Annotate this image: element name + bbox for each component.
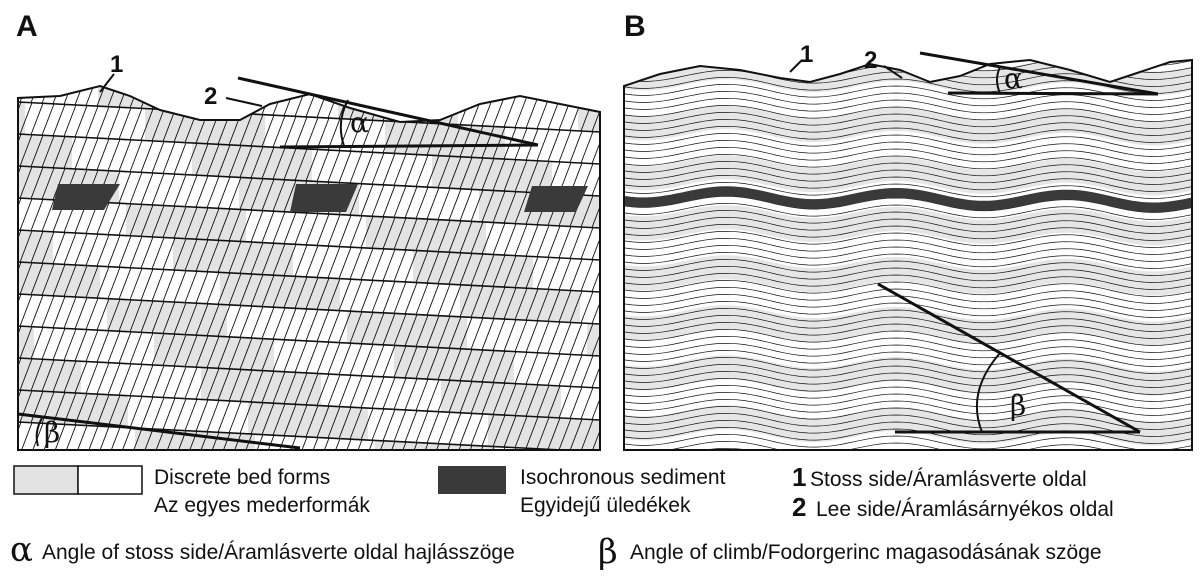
panel-a-label-2-leader (225, 97, 263, 107)
panel-b-isochronous-layer (624, 186, 1192, 213)
panel-a-beta-line (17, 412, 301, 450)
legend-isochronous-en: Isochronous sediment (520, 466, 726, 489)
legend-beta-symbol: β (598, 532, 618, 572)
legend-discrete-hu: Az egyes mederformák (154, 494, 370, 517)
legend-swatch-isochronous (438, 466, 506, 494)
panel-a-letter: A (16, 10, 38, 43)
panel-b-label-1: 1 (800, 41, 813, 68)
panel-a-beta-arc (35, 417, 43, 447)
panel-a-alpha-line-base (279, 143, 539, 149)
panel-b-beta-line-top (877, 282, 1141, 434)
panel-b-alpha-line-base (947, 91, 1159, 96)
legend-swatch-discrete (13, 465, 143, 495)
legend-lee-number: 2 (792, 492, 806, 522)
legend: Discrete bed forms Az egyes mederformák … (10, 462, 1114, 572)
legend-stoss-text: Stoss side/Áramlásverte oldal (810, 468, 1087, 491)
panel-b-alpha-label: α (1004, 62, 1023, 95)
legend-stoss-number: 1 (792, 462, 806, 492)
panel-b-label-1-leader (789, 59, 803, 73)
panel-a: β α 1 2 A (16, 10, 601, 451)
panel-a-beta-label: β (44, 416, 60, 449)
panel-b-outline (623, 58, 1193, 451)
panel-a-label-1-leader (99, 73, 115, 93)
panel-a-alpha-label: α (350, 106, 369, 139)
panel-a-label-1: 1 (110, 51, 123, 78)
panel-b-letter: B (624, 10, 646, 43)
panel-b-label-2: 2 (864, 47, 877, 74)
legend-lee-text: Lee side/Áramlásárnyékos oldal (816, 498, 1114, 521)
panel-a-alpha-arc (339, 99, 349, 147)
panel-b-beta-label: β (1010, 389, 1026, 422)
panel-a-bedding-lines (18, 86, 600, 450)
panel-a-alpha-line-top (237, 76, 539, 147)
panel-b-alpha-arc (996, 66, 1001, 94)
panel-b-beta-arc (975, 352, 1001, 433)
legend-isochronous-hu: Egyidejű üledékek (520, 494, 691, 517)
legend-discrete-en: Discrete bed forms (154, 466, 330, 489)
panel-b: α β 1 2 B (623, 10, 1193, 451)
legend-alpha-text: Angle of stoss side/Áramlásverte oldal h… (42, 541, 515, 564)
legend-beta-text: Angle of climb/Fodorgerinc magasodásának… (630, 541, 1102, 564)
panel-b-alpha-line-top (919, 51, 1159, 96)
legend-alpha-symbol: α (10, 530, 33, 570)
panel-a-label-2: 2 (204, 83, 217, 110)
panel-b-label-2-leader (883, 65, 903, 79)
panel-a-isochronous-patches (52, 184, 588, 212)
